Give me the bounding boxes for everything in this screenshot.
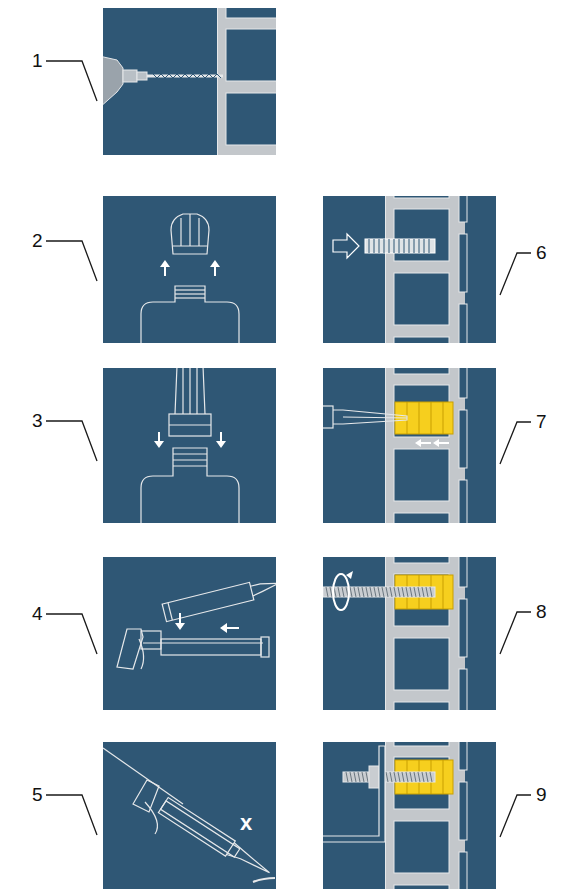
callout-number: 6 [536,243,547,262]
discard-mark: x [240,812,252,834]
callout-number: 9 [536,785,547,804]
callout-number: 2 [32,231,43,250]
callout-number: 8 [536,602,547,621]
callout-number: 1 [32,51,43,70]
callout-number: 3 [32,411,43,430]
callout-number: 5 [32,785,43,804]
callout-number: 4 [32,604,43,623]
callout-number: 7 [536,412,547,431]
